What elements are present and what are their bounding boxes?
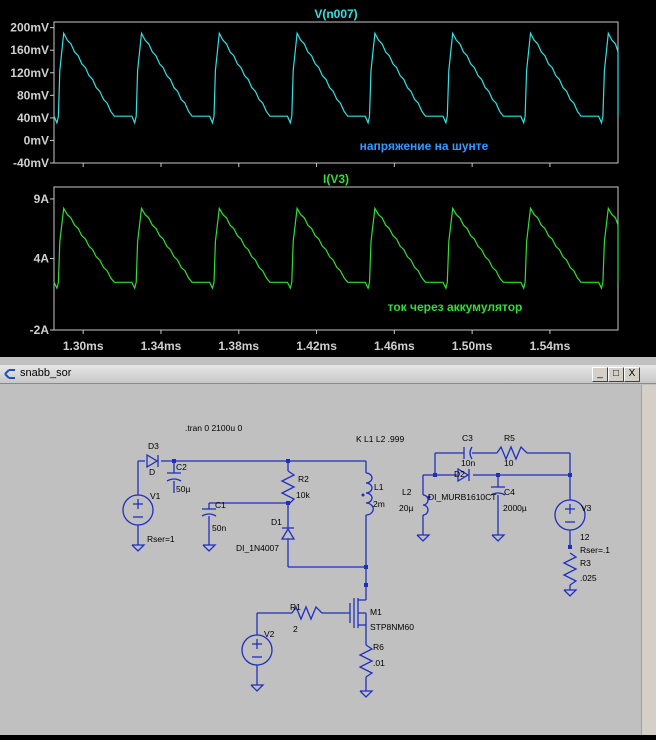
maximize-button[interactable]: □ bbox=[608, 367, 624, 382]
window-separator bbox=[0, 357, 656, 365]
panel2-trace-name[interactable]: I(V3) bbox=[323, 172, 349, 186]
junction-dots bbox=[172, 459, 572, 587]
y-tick-label: 9A bbox=[34, 192, 50, 206]
panel1-frame bbox=[53, 21, 619, 164]
l2-value[interactable]: 20µ bbox=[399, 503, 413, 513]
y-tick-label: -2A bbox=[30, 323, 50, 337]
vertical-scrollbar[interactable] bbox=[641, 385, 656, 735]
schematic-title: snabb_sor bbox=[20, 367, 72, 379]
r3-label[interactable]: R3 bbox=[580, 558, 591, 568]
y-tick-label: 200mV bbox=[10, 21, 49, 35]
r3-value[interactable]: .025 bbox=[580, 573, 597, 583]
v1-rser[interactable]: Rser=1 bbox=[147, 534, 175, 544]
panel2-frame bbox=[53, 186, 619, 331]
y-tick-label: 160mV bbox=[10, 43, 49, 57]
d3-label[interactable]: D3 bbox=[148, 441, 159, 451]
panel1-annotation: напряжение на шунте bbox=[360, 139, 489, 153]
y-tick-label: -40mV bbox=[13, 156, 49, 170]
x-tick-label: 1.30ms bbox=[63, 339, 104, 353]
schematic-drawing[interactable]: .tran 0 2100u 0 K L1 L2 .999 D3 D V1 Rse… bbox=[2, 385, 640, 735]
v3-label[interactable]: V3 bbox=[581, 503, 592, 513]
r1-value[interactable]: 2 bbox=[293, 624, 298, 634]
y-tick-label: 0mV bbox=[24, 133, 49, 147]
c3-label[interactable]: C3 bbox=[462, 433, 473, 443]
c2-label[interactable]: C2 bbox=[176, 462, 187, 472]
schematic-app-icon bbox=[4, 369, 15, 379]
x-tick-label: 1.46ms bbox=[374, 339, 415, 353]
k-directive[interactable]: K L1 L2 .999 bbox=[356, 434, 404, 444]
schematic-window[interactable]: snabb_sor _ □ X bbox=[0, 365, 656, 735]
v2-label[interactable]: V2 bbox=[264, 629, 275, 639]
v-n007-trace bbox=[53, 31, 619, 125]
panel2-annotation: ток через аккумулятор bbox=[388, 300, 523, 314]
tran-directive[interactable]: .tran 0 2100u 0 bbox=[185, 423, 242, 433]
c1-value[interactable]: 50n bbox=[212, 523, 226, 533]
d3-value[interactable]: D bbox=[149, 467, 155, 477]
m1-label[interactable]: M1 bbox=[370, 607, 382, 617]
d1-label[interactable]: D1 bbox=[271, 517, 282, 527]
r2-value[interactable]: 10k bbox=[296, 490, 310, 500]
y-tick-label: 120mV bbox=[10, 66, 49, 80]
x-tick-label: 1.50ms bbox=[452, 339, 493, 353]
schematic-titlebar[interactable]: snabb_sor _ □ X bbox=[0, 365, 656, 384]
r6-label[interactable]: R6 bbox=[373, 642, 384, 652]
schematic-components bbox=[122, 445, 586, 678]
x-tick-label: 1.38ms bbox=[218, 339, 259, 353]
panel1-trace-name[interactable]: V(n007) bbox=[314, 7, 357, 21]
r5-value[interactable]: 10 bbox=[504, 458, 514, 468]
panel2-y-ticks: 9A 4A -2A bbox=[30, 192, 54, 337]
ground-symbols bbox=[131, 534, 578, 698]
c1-label[interactable]: C1 bbox=[215, 500, 226, 510]
x-axis-ticks: 1.30ms 1.34ms 1.38ms 1.42ms 1.46ms 1.50ms 1.54… bbox=[63, 163, 571, 353]
schematic-canvas[interactable]: .tran 0 2100u 0 K L1 L2 .999 D3 D V1 Rse… bbox=[2, 385, 640, 735]
c4-label[interactable]: C4 bbox=[504, 487, 515, 497]
d2-label[interactable]: D2 bbox=[454, 469, 465, 479]
panel1-y-ticks: 200mV 160mV 120mV 80mV 40mV 0mV -40mV bbox=[10, 21, 54, 170]
v3-value[interactable]: 12 bbox=[580, 532, 590, 542]
x-tick-label: 1.54ms bbox=[530, 339, 571, 353]
schematic-labels: .tran 0 2100u 0 K L1 L2 .999 D3 D V1 Rse… bbox=[147, 423, 610, 668]
l2-label[interactable]: L2 bbox=[402, 487, 412, 497]
source-symbols bbox=[133, 499, 575, 658]
close-button[interactable]: X bbox=[624, 367, 640, 382]
l1-label[interactable]: L1 bbox=[374, 482, 384, 492]
d1-value[interactable]: DI_1N4007 bbox=[236, 543, 279, 553]
r6-value[interactable]: .01 bbox=[373, 658, 385, 668]
y-tick-label: 40mV bbox=[17, 111, 49, 125]
c3-value[interactable]: 10n bbox=[461, 458, 475, 468]
v3-rser[interactable]: Rser=.1 bbox=[580, 545, 610, 555]
c4-value[interactable]: 2000µ bbox=[503, 503, 527, 513]
r2-label[interactable]: R2 bbox=[298, 474, 309, 484]
x-tick-label: 1.42ms bbox=[296, 339, 337, 353]
d2-value[interactable]: DI_MURB1610CT bbox=[428, 492, 497, 502]
y-tick-label: 4A bbox=[34, 252, 50, 266]
r5-label[interactable]: R5 bbox=[504, 433, 515, 443]
y-tick-label: 80mV bbox=[17, 88, 49, 102]
x-tick-label: 1.34ms bbox=[141, 339, 182, 353]
minimize-button[interactable]: _ bbox=[592, 367, 608, 382]
i-v3-trace bbox=[53, 206, 619, 290]
r1-label[interactable]: R1 bbox=[290, 602, 301, 612]
l1-value[interactable]: 2m bbox=[373, 499, 385, 509]
schematic-wires bbox=[137, 452, 571, 691]
c2-value[interactable]: 50µ bbox=[176, 484, 190, 494]
m1-value[interactable]: STP8NM60 bbox=[370, 622, 414, 632]
v1-label[interactable]: V1 bbox=[150, 491, 161, 501]
